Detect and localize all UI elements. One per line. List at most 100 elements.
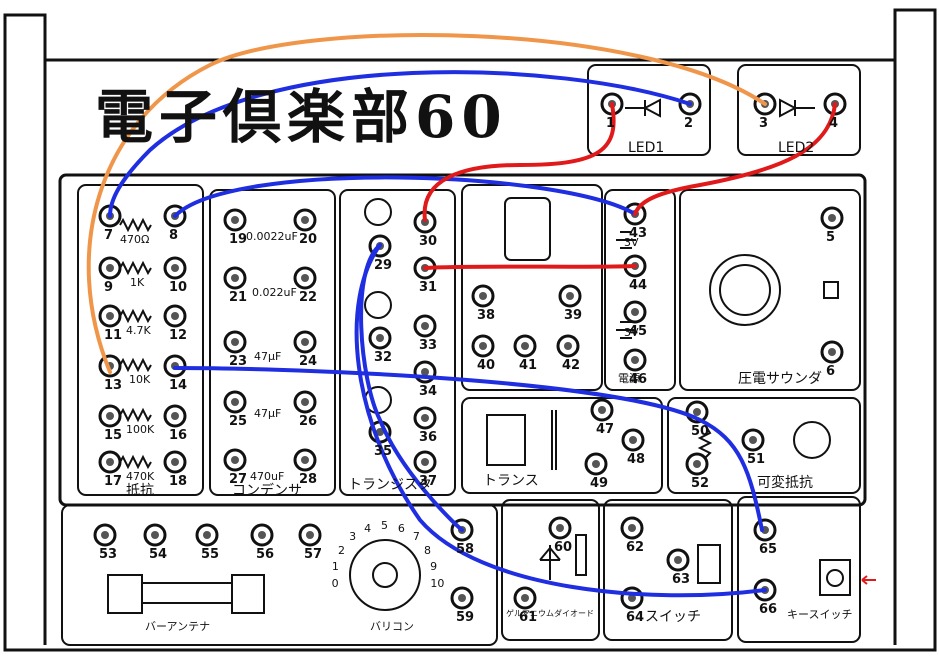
terminal-38[interactable] bbox=[471, 284, 495, 308]
terminal-22[interactable] bbox=[293, 266, 317, 290]
terminal-63[interactable] bbox=[666, 548, 690, 572]
terminal-number: 57 bbox=[304, 547, 323, 562]
terminal-21[interactable] bbox=[223, 266, 247, 290]
terminal-45[interactable] bbox=[623, 300, 647, 324]
terminal-number: 20 bbox=[299, 232, 318, 247]
terminal-number: 39 bbox=[564, 308, 583, 323]
terminal-9[interactable] bbox=[98, 256, 122, 280]
resistor-value-6: 470K bbox=[126, 470, 155, 483]
terminal-46[interactable] bbox=[623, 348, 647, 372]
terminal-number: 30 bbox=[419, 234, 438, 249]
terminal-19[interactable] bbox=[223, 208, 247, 232]
terminal-20[interactable] bbox=[293, 208, 317, 232]
switch-box bbox=[603, 499, 733, 641]
terminal-6[interactable] bbox=[820, 340, 844, 364]
terminal-17[interactable] bbox=[98, 450, 122, 474]
switch-label: スイッチ bbox=[645, 609, 701, 625]
terminal-64[interactable] bbox=[620, 586, 644, 610]
terminal-51[interactable] bbox=[741, 428, 765, 452]
terminal-15[interactable] bbox=[98, 404, 122, 428]
terminal-number: 34 bbox=[419, 384, 438, 399]
terminal-32[interactable] bbox=[368, 326, 392, 350]
terminal-40[interactable] bbox=[471, 334, 495, 358]
battery-box bbox=[604, 189, 676, 391]
bar-antenna-label: バーアンテナ bbox=[145, 620, 211, 633]
terminal-number: 52 bbox=[691, 476, 710, 491]
terminal-61[interactable] bbox=[513, 586, 537, 610]
terminal-33[interactable] bbox=[413, 314, 437, 338]
led1-box bbox=[587, 64, 711, 156]
terminal-56[interactable] bbox=[250, 523, 274, 547]
terminal-65[interactable] bbox=[753, 518, 777, 542]
terminal-5[interactable] bbox=[820, 206, 844, 230]
terminal-47[interactable] bbox=[590, 398, 614, 422]
terminal-49[interactable] bbox=[584, 452, 608, 476]
dial-number: 4 bbox=[364, 521, 372, 535]
terminal-number: 60 bbox=[554, 540, 573, 555]
resistor-value-2: 1K bbox=[130, 276, 145, 289]
dial-number: 8 bbox=[424, 543, 432, 557]
terminal-28[interactable] bbox=[293, 448, 317, 472]
terminal-27[interactable] bbox=[223, 448, 247, 472]
resistor-value-3: 4.7K bbox=[126, 324, 151, 337]
terminal-number: 1 bbox=[606, 116, 616, 131]
terminal-number: 23 bbox=[229, 354, 248, 369]
dial-number: 10 bbox=[430, 576, 445, 590]
terminal-48[interactable] bbox=[621, 428, 645, 452]
capacitor-box bbox=[209, 189, 336, 496]
terminal-number: 31 bbox=[419, 280, 438, 295]
terminal-number: 7 bbox=[104, 228, 114, 243]
terminal-26[interactable] bbox=[293, 390, 317, 414]
terminal-number: 61 bbox=[519, 610, 538, 625]
terminal-36[interactable] bbox=[413, 406, 437, 430]
piezo-box bbox=[679, 189, 861, 391]
terminals-layer bbox=[93, 92, 847, 610]
pointer-arrow bbox=[861, 575, 876, 585]
variable-resistor-box bbox=[667, 397, 861, 494]
dial-number: 0 bbox=[331, 576, 339, 590]
terminal-62[interactable] bbox=[620, 516, 644, 540]
terminal-number: 33 bbox=[419, 338, 438, 353]
terminal-number: 51 bbox=[747, 452, 766, 467]
terminal-24[interactable] bbox=[293, 330, 317, 354]
terminal-52[interactable] bbox=[685, 452, 709, 476]
dial-number: 5 bbox=[381, 519, 388, 532]
terminal-59[interactable] bbox=[450, 586, 474, 610]
terminal-12[interactable] bbox=[163, 304, 187, 328]
terminal-25[interactable] bbox=[223, 390, 247, 414]
terminal-42[interactable] bbox=[556, 334, 580, 358]
led2-label: LED2 bbox=[778, 140, 815, 156]
terminal-10[interactable] bbox=[163, 256, 187, 280]
dial-number: 6 bbox=[397, 521, 405, 535]
terminal-54[interactable] bbox=[143, 523, 167, 547]
terminal-41[interactable] bbox=[513, 334, 537, 358]
terminal-16[interactable] bbox=[163, 404, 187, 428]
terminal-number: 53 bbox=[99, 547, 118, 562]
terminal-39[interactable] bbox=[558, 284, 582, 308]
terminal-37[interactable] bbox=[413, 450, 437, 474]
terminal-number: 28 bbox=[299, 472, 318, 487]
terminal-18[interactable] bbox=[163, 450, 187, 474]
terminal-number: 40 bbox=[477, 358, 496, 373]
transformer-label: トランス bbox=[483, 473, 539, 489]
terminal-23[interactable] bbox=[223, 330, 247, 354]
terminal-60[interactable] bbox=[548, 516, 572, 540]
terminal-57[interactable] bbox=[298, 523, 322, 547]
transistors-label: トランジスタ bbox=[348, 477, 432, 493]
terminal-number: 46 bbox=[629, 372, 648, 387]
dial-number: 1 bbox=[331, 559, 339, 573]
terminal-11[interactable] bbox=[98, 304, 122, 328]
terminal-number: 26 bbox=[299, 414, 318, 429]
terminal-55[interactable] bbox=[195, 523, 219, 547]
terminal-number: 49 bbox=[590, 476, 609, 491]
blue-wire-8-43 bbox=[173, 175, 637, 218]
terminal-number: 10 bbox=[169, 280, 188, 295]
terminal-53[interactable] bbox=[93, 523, 117, 547]
blue-wire-14-65 bbox=[173, 366, 764, 532]
resistor-box bbox=[77, 184, 204, 496]
capacitor-value-5: 470uF bbox=[250, 470, 285, 483]
terminal-number: 2 bbox=[684, 116, 694, 131]
variable-resistor-label: 可変抵抗 bbox=[757, 475, 813, 491]
red-wire-led1 bbox=[422, 102, 616, 222]
